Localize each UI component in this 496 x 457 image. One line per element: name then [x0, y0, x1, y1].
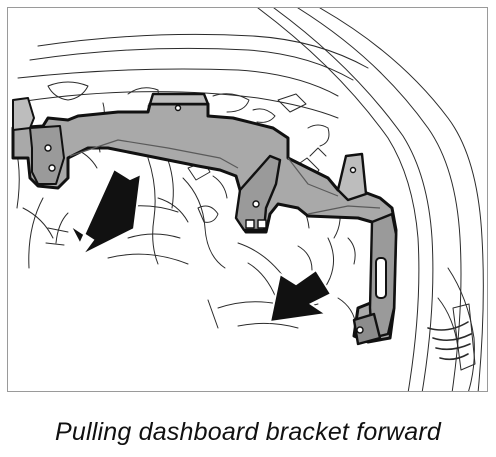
door-frame-line-art [257, 8, 484, 391]
pull-arrow-right [268, 268, 333, 324]
illustration-frame [7, 7, 488, 392]
arrow-down-left-icon [67, 167, 143, 256]
dashboard-bracket-illustration [11, 8, 484, 391]
figure-caption: Pulling dashboard bracket forward [55, 418, 441, 446]
pull-arrow-left [67, 167, 143, 256]
arrow-down-left-icon [268, 268, 333, 324]
dashboard-bracket [11, 92, 398, 346]
